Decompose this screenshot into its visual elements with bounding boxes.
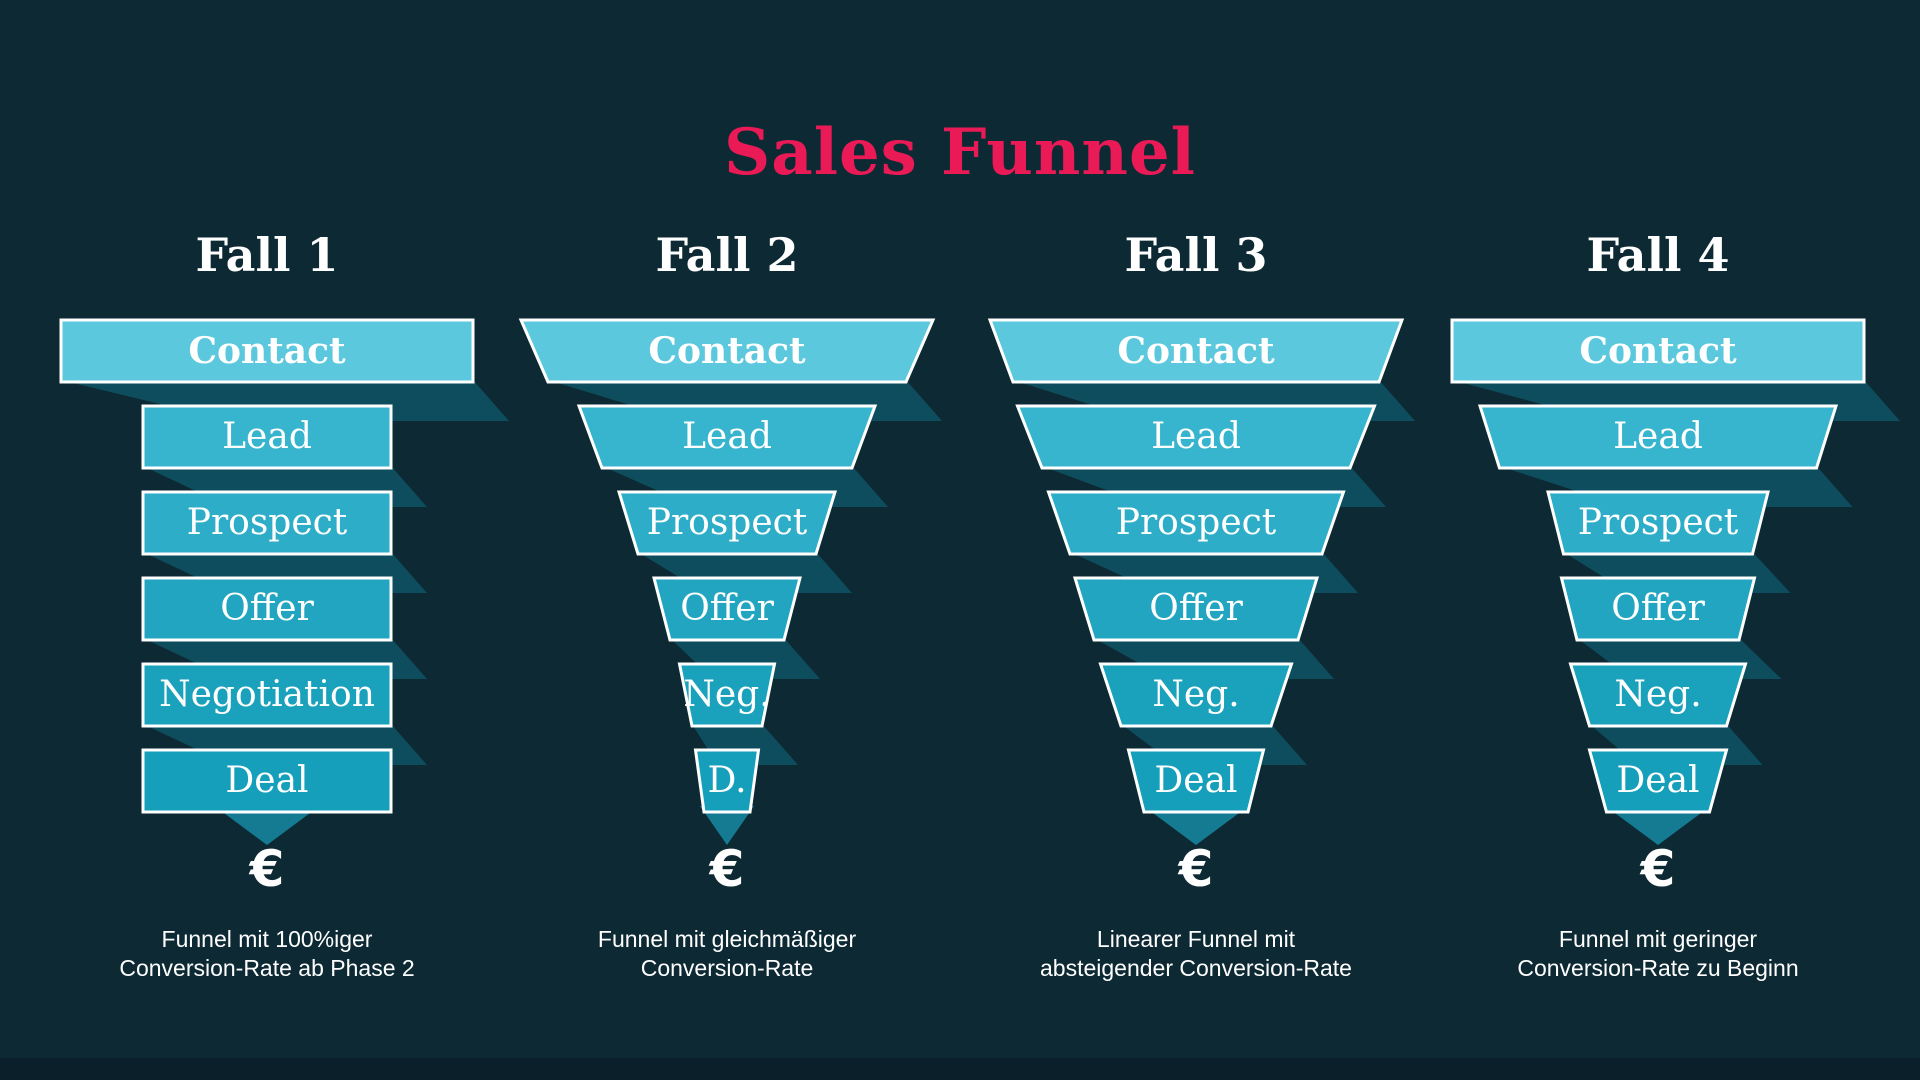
funnel-caption-line-2: absteigender Conversion-Rate — [1040, 955, 1352, 981]
stage-shape — [576, 404, 878, 470]
funnel-heading: Fall 4 — [1586, 228, 1730, 282]
stage-label-contact: Contact — [1579, 330, 1737, 372]
stage-shape — [616, 490, 838, 556]
funnel-caption-line-2: Conversion-Rate ab Phase 2 — [119, 955, 415, 981]
stage-label-lead: Lead — [1613, 416, 1703, 457]
funnel-caption-line-2: Conversion-Rate — [640, 955, 814, 981]
stage-label-neg: Neg. — [683, 674, 771, 715]
stage-shape — [1587, 748, 1729, 814]
stage-shape — [59, 318, 475, 384]
funnel-heading: Fall 1 — [195, 228, 339, 282]
funnel-heading: Fall 3 — [1124, 228, 1268, 282]
stage-label-contact: Contact — [648, 330, 806, 372]
stage-label-negotiation: Negotiation — [159, 674, 375, 715]
euro-symbol: € — [1640, 840, 1676, 898]
stage-shape — [1546, 490, 1770, 556]
stage-shape — [652, 576, 802, 642]
stage-shape — [141, 576, 393, 642]
funnel-graphic — [59, 318, 509, 845]
funnel-tip-arrow — [700, 806, 754, 845]
stage-shape — [987, 318, 1405, 384]
stage-shape — [693, 748, 761, 814]
funnel-caption-line-1: Funnel mit geringer — [1558, 926, 1758, 952]
funnel-tip-arrow — [1143, 806, 1249, 845]
stage-label-lead: Lead — [682, 416, 772, 457]
euro-symbol: € — [249, 840, 285, 898]
funnel-graphic — [1450, 318, 1900, 845]
stage-shape — [1046, 490, 1346, 556]
funnel-graphic — [518, 318, 942, 845]
stage-shape — [141, 662, 393, 728]
stage-label-deal: Deal — [1154, 760, 1238, 801]
funnel-heading: Fall 2 — [655, 228, 799, 282]
funnel-caption-line-2: Conversion-Rate zu Beginn — [1517, 955, 1799, 981]
stage-shape — [1559, 576, 1757, 642]
stage-label-d: D. — [707, 760, 747, 801]
stage-label-deal: Deal — [1616, 760, 1700, 801]
funnel-tip-arrow — [214, 806, 320, 845]
stage-label-offer: Offer — [680, 588, 774, 629]
stage-label-lead: Lead — [222, 416, 312, 457]
stage-shape — [1015, 404, 1377, 470]
stage-shape — [1072, 576, 1320, 642]
funnel-caption-line-1: Linearer Funnel mit — [1096, 926, 1296, 952]
stage-label-prospect: Prospect — [1577, 502, 1739, 543]
funnel-caption-line-1: Funnel mit 100%iger — [161, 926, 373, 952]
stage-shadow-ribbon — [61, 380, 509, 421]
stage-shape — [141, 748, 393, 814]
stage-label-contact: Contact — [1117, 330, 1275, 372]
stage-shape — [141, 404, 393, 470]
page-title: Sales Funnel — [724, 114, 1196, 190]
stage-label-deal: Deal — [225, 760, 309, 801]
stage-label-prospect: Prospect — [186, 502, 348, 543]
stage-label-lead: Lead — [1151, 416, 1241, 457]
stage-label-neg: Neg. — [1614, 674, 1702, 715]
stage-shape — [1450, 318, 1866, 384]
stage-label-prospect: Prospect — [1115, 502, 1277, 543]
stage-shape — [518, 318, 936, 384]
stage-shape — [677, 662, 777, 728]
bottom-strip — [0, 1058, 1920, 1080]
stage-label-contact: Contact — [188, 330, 346, 372]
euro-symbol: € — [1178, 840, 1214, 898]
stage-label-offer: Offer — [1611, 588, 1705, 629]
stage-label-offer: Offer — [220, 588, 314, 629]
stage-shape — [1568, 662, 1748, 728]
euro-symbol: € — [709, 840, 745, 898]
funnel-graphic — [987, 318, 1415, 845]
stage-shape — [1477, 404, 1839, 470]
funnel-caption-line-1: Funnel mit gleichmäßiger — [597, 926, 857, 952]
stage-label-neg: Neg. — [1152, 674, 1240, 715]
stage-shape — [141, 490, 393, 556]
stage-shape — [1126, 748, 1266, 814]
stage-label-prospect: Prospect — [646, 502, 808, 543]
funnel-caption: Linearer Funnel mit absteigender Conversi… — [956, 925, 1436, 983]
funnel-tip-arrow — [1605, 806, 1711, 845]
stage-shape — [1098, 662, 1294, 728]
stage-label-offer: Offer — [1149, 588, 1243, 629]
